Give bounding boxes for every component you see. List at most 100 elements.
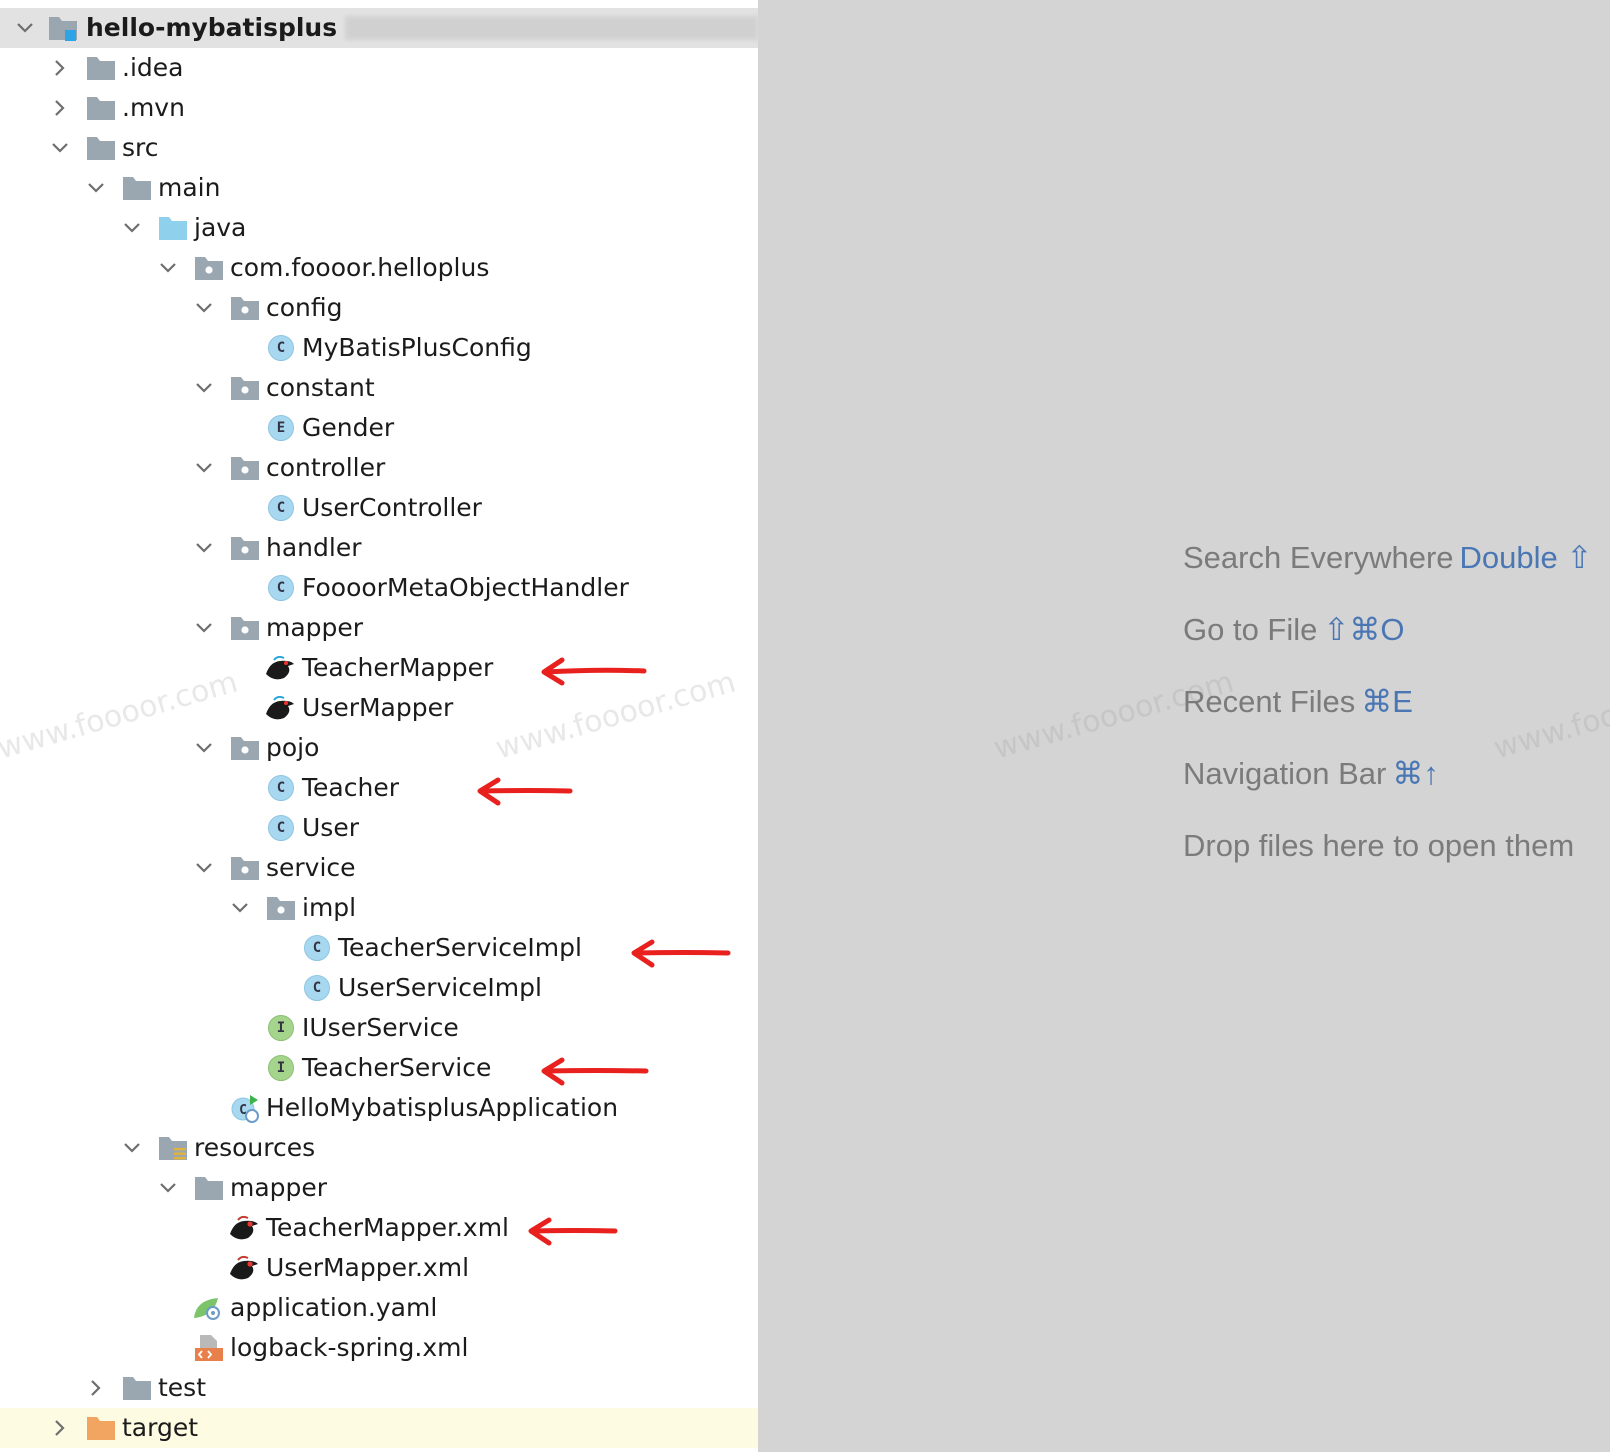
tree-item-mapper-package[interactable]: mapper — [0, 608, 758, 648]
tree-item-iuserservice[interactable]: I IUserService — [0, 1008, 758, 1048]
tree-item-logback-spring-xml[interactable]: logback-spring.xml — [0, 1328, 758, 1368]
chevron-down-icon[interactable] — [189, 288, 219, 328]
chevron-right-icon[interactable] — [45, 48, 75, 88]
tree-item-package-root[interactable]: com.foooor.helloplus — [0, 248, 758, 288]
tree-item-mvn[interactable]: .mvn — [0, 88, 758, 128]
tree-item-label: src — [122, 133, 159, 162]
tree-item-label: TeacherServiceImpl — [338, 933, 582, 962]
tree-item-label: TeacherMapper.xml — [266, 1213, 510, 1242]
chevron-down-icon[interactable] — [189, 368, 219, 408]
tree-item-label: mapper — [230, 1173, 328, 1202]
annotation-arrow-icon — [477, 777, 573, 806]
svg-text:C: C — [239, 1103, 247, 1118]
tree-item-label: IUserService — [302, 1013, 459, 1042]
chevron-right-icon[interactable] — [45, 1408, 75, 1448]
class-icon: C — [266, 494, 296, 522]
folder-icon — [86, 134, 116, 162]
tree-item-service[interactable]: service — [0, 848, 758, 888]
tree-item-label: UserController — [302, 493, 482, 522]
tree-item-label: UserMapper — [302, 693, 454, 722]
package-icon — [230, 614, 260, 642]
chevron-down-icon[interactable] — [81, 168, 111, 208]
tree-item-resources[interactable]: resources — [0, 1128, 758, 1168]
mybatis-xml-icon — [228, 1254, 258, 1282]
hint-shortcut: Double ⇧ — [1459, 540, 1593, 575]
tree-item-config[interactable]: config — [0, 288, 758, 328]
project-tree-panel: hello-mybatisplus .idea .mvn src main — [0, 0, 758, 1452]
folder-icon — [122, 1374, 152, 1402]
tree-item-label: handler — [266, 533, 362, 562]
tree-item-test[interactable]: test — [0, 1368, 758, 1408]
tree-item-label: FoooorMetaObjectHandler — [302, 573, 629, 602]
hint-recent-files: Recent Files⌘E — [1183, 682, 1592, 754]
tree-item-label: Teacher — [302, 773, 399, 802]
tree-item-src[interactable]: src — [0, 128, 758, 168]
class-icon: C — [266, 774, 296, 802]
tree-item-userserviceimpl[interactable]: C UserServiceImpl — [0, 968, 758, 1008]
tree-item-pojo[interactable]: pojo — [0, 728, 758, 768]
class-icon: C — [266, 334, 296, 362]
annotation-arrow-icon — [631, 939, 731, 968]
chevron-down-icon[interactable] — [189, 528, 219, 568]
tree-item-constant[interactable]: constant — [0, 368, 758, 408]
tree-item-label: hello-mybatisplus — [86, 13, 338, 42]
folder-icon — [86, 94, 116, 122]
tree-item-teachermapper[interactable]: TeacherMapper — [0, 648, 758, 688]
tree-item-label: resources — [194, 1133, 316, 1162]
chevron-right-icon[interactable] — [81, 1368, 111, 1408]
tree-item-handler[interactable]: handler — [0, 528, 758, 568]
tree-item-impl[interactable]: impl — [0, 888, 758, 928]
tree-item-label: config — [266, 293, 343, 322]
chevron-down-icon[interactable] — [10, 8, 40, 48]
tree-item-label: .mvn — [122, 93, 185, 122]
package-icon — [266, 894, 296, 922]
hint-navigation-bar: Navigation Bar⌘↑ — [1183, 754, 1592, 826]
tree-item-mapper-folder[interactable]: mapper — [0, 1168, 758, 1208]
tree-item-teachermapper-xml[interactable]: TeacherMapper.xml — [0, 1208, 758, 1248]
tree-item-label: constant — [266, 373, 375, 402]
tree-item-java[interactable]: java — [0, 208, 758, 248]
tree-item-idea[interactable]: .idea — [0, 48, 758, 88]
interface-icon: I — [266, 1054, 296, 1082]
tree-item-teacher[interactable]: C Teacher — [0, 768, 758, 808]
source-folder-icon — [158, 214, 188, 242]
tree-item-foooormetaobjecthandler[interactable]: C FoooorMetaObjectHandler — [0, 568, 758, 608]
chevron-down-icon[interactable] — [153, 248, 183, 288]
tree-item-teacherservice[interactable]: I TeacherService — [0, 1048, 758, 1088]
chevron-down-icon[interactable] — [117, 208, 147, 248]
chevron-down-icon[interactable] — [117, 1128, 147, 1168]
chevron-down-icon[interactable] — [189, 448, 219, 488]
tree-item-application-yaml[interactable]: application.yaml — [0, 1288, 758, 1328]
tree-item-root[interactable]: hello-mybatisplus — [0, 8, 758, 48]
chevron-down-icon[interactable] — [189, 728, 219, 768]
chevron-down-icon[interactable] — [153, 1168, 183, 1208]
tree-item-usercontroller[interactable]: C UserController — [0, 488, 758, 528]
tree-item-controller[interactable]: controller — [0, 448, 758, 488]
chevron-down-icon[interactable] — [45, 128, 75, 168]
chevron-down-icon[interactable] — [189, 608, 219, 648]
tree-item-usermapper-xml[interactable]: UserMapper.xml — [0, 1248, 758, 1288]
tree-item-usermapper[interactable]: UserMapper — [0, 688, 758, 728]
chevron-right-icon[interactable] — [45, 88, 75, 128]
folder-icon — [122, 174, 152, 202]
annotation-arrow-icon — [541, 657, 647, 686]
tree-item-gender[interactable]: E Gender — [0, 408, 758, 448]
tree-item-mybatisplusconfig[interactable]: C MyBatisPlusConfig — [0, 328, 758, 368]
chevron-down-icon[interactable] — [189, 848, 219, 888]
tree-item-teacherserviceimpl[interactable]: C TeacherServiceImpl — [0, 928, 758, 968]
tree-item-label: mapper — [266, 613, 364, 642]
tree-item-main[interactable]: main — [0, 168, 758, 208]
project-path-redacted — [345, 16, 758, 40]
chevron-down-icon[interactable] — [225, 888, 255, 928]
tree-item-target[interactable]: target — [0, 1408, 758, 1448]
xml-file-icon — [194, 1334, 224, 1362]
tree-item-user[interactable]: C User — [0, 808, 758, 848]
tree-item-label: impl — [302, 893, 357, 922]
tree-item-hellomybatisplusapplication[interactable]: C HelloMybatisplusApplication — [0, 1088, 758, 1128]
tree-item-label: com.foooor.helloplus — [230, 253, 490, 282]
class-icon: C — [266, 574, 296, 602]
tree-item-label: application.yaml — [230, 1293, 438, 1322]
package-icon — [230, 534, 260, 562]
project-tree: hello-mybatisplus .idea .mvn src main — [0, 8, 758, 1448]
